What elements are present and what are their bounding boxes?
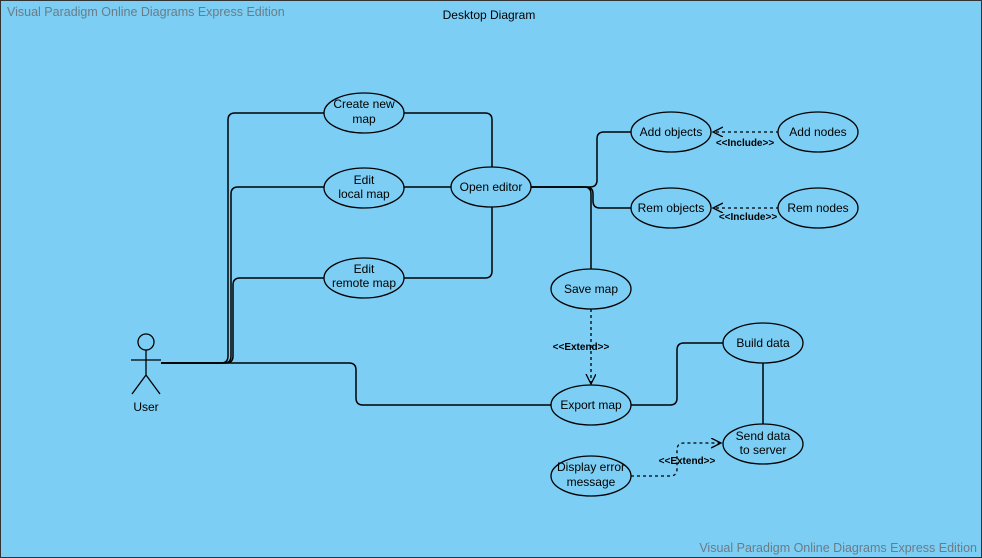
assoc-user-edit-local-map[interactable]	[161, 186, 324, 364]
use-case-add-objects[interactable]: Add objects	[630, 111, 712, 153]
use-case-label: Rem objects	[638, 201, 705, 215]
assoc-user-edit-remote-map[interactable]	[161, 277, 324, 364]
use-case-label: Add nodes	[789, 125, 846, 139]
actor-user[interactable]: User	[131, 333, 161, 414]
use-case-rem-objects[interactable]: Rem objects	[630, 187, 712, 229]
assoc-user-export-map[interactable]	[161, 362, 551, 406]
use-case-label: Rem nodes	[787, 201, 848, 215]
diagram-title: Desktop Diagram	[443, 8, 536, 22]
use-case-label: Add objects	[640, 125, 703, 139]
use-case-rem-nodes[interactable]: Rem nodes	[777, 187, 859, 229]
assoc-user-create-new-map[interactable]	[161, 112, 324, 364]
assoc-create-new-map-open-editor[interactable]	[404, 112, 493, 167]
use-case-export-map[interactable]: Export map	[550, 384, 632, 426]
include-label-add: <<Include>>	[716, 138, 775, 149]
assoc-edit-remote-map-open-editor[interactable]	[404, 207, 493, 279]
use-case-build-data[interactable]: Build data	[722, 322, 804, 364]
extend-label-save-export: <<Extend>>	[553, 342, 610, 353]
use-case-save-map[interactable]: Save map	[550, 268, 632, 310]
assoc-open-editor-rem-objects[interactable]	[531, 186, 631, 209]
include-label-rem: <<Include>>	[719, 212, 778, 223]
use-case-add-nodes[interactable]: Add nodes	[777, 111, 859, 153]
use-case-label: Build data	[736, 336, 790, 350]
watermark-top: Visual Paradigm Online Diagrams Express …	[7, 5, 285, 19]
watermark-bottom: Visual Paradigm Online Diagrams Express …	[699, 541, 977, 555]
use-case-label: Export map	[560, 398, 622, 412]
use-case-label: Open editor	[460, 180, 523, 194]
actor-body	[131, 350, 161, 395]
extend-label-error-send: <<Extend>>	[659, 456, 716, 467]
assoc-open-editor-add-objects[interactable]	[531, 131, 631, 188]
assoc-open-editor-save-map[interactable]	[531, 186, 592, 269]
use-case-open-editor[interactable]: Open editor	[450, 166, 532, 208]
actor-head	[137, 333, 155, 351]
actor-label: User	[133, 400, 158, 414]
use-case-label: Save map	[564, 282, 618, 296]
assoc-export-map-build-data[interactable]	[631, 342, 723, 406]
